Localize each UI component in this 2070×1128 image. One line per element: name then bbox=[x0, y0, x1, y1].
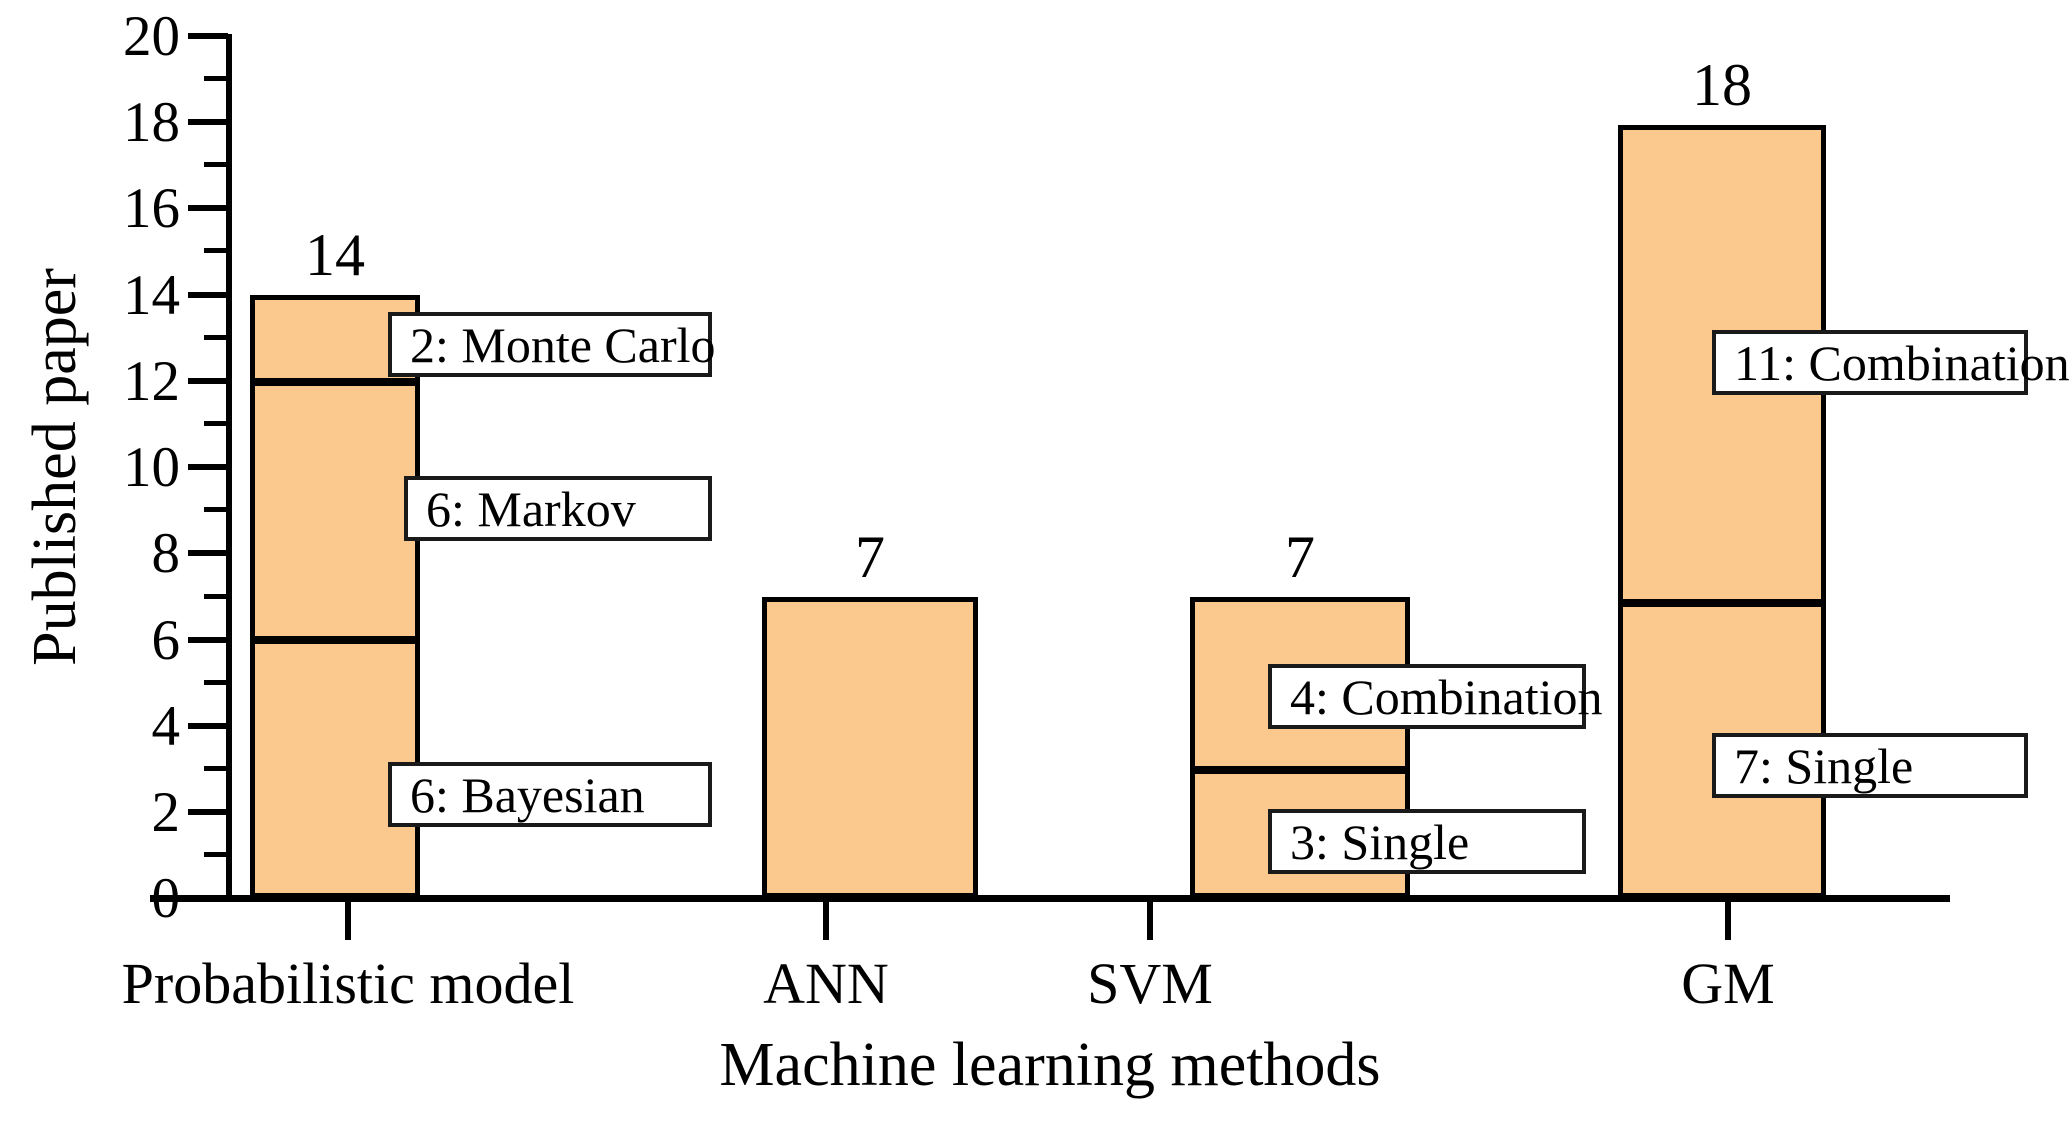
y-tick-label-6: 6 bbox=[151, 608, 181, 672]
y-tick-minor-13 bbox=[204, 335, 228, 340]
x-axis-line bbox=[150, 895, 1950, 902]
bar-divider-gm-7 bbox=[1618, 599, 1826, 607]
bar-divider-probabilistic-12 bbox=[250, 378, 420, 386]
y-tick-minor-5 bbox=[204, 680, 228, 685]
y-tick-2 bbox=[188, 809, 228, 815]
y-tick-label-4: 4 bbox=[151, 694, 181, 758]
bar-total-label-gm: 18 bbox=[1692, 52, 1752, 118]
y-tick-8 bbox=[188, 550, 228, 556]
y-tick-label-4-wrap: 4 bbox=[40, 694, 181, 758]
x-tick-probabilistic-model bbox=[345, 902, 351, 940]
x-tick-gm bbox=[1725, 902, 1731, 940]
y-tick-label-14: 14 bbox=[123, 263, 180, 327]
callout-markov: 6: Markov bbox=[404, 476, 712, 541]
x-tick-svm bbox=[1147, 902, 1153, 940]
y-tick-16 bbox=[188, 205, 228, 211]
y-tick-12 bbox=[188, 378, 228, 384]
y-tick-minor-19 bbox=[204, 76, 228, 81]
x-axis-title: Machine learning methods bbox=[719, 1031, 1381, 1099]
y-tick-minor-17 bbox=[204, 162, 228, 167]
x-tick-label-probabilistic-model: Probabilistic model bbox=[121, 951, 575, 1016]
x-tick-label-gm: GM bbox=[1681, 951, 1775, 1016]
y-tick-label-16: 16 bbox=[123, 176, 180, 240]
y-tick-label-18-wrap: 18 bbox=[40, 92, 180, 152]
y-tick-minor-15 bbox=[204, 248, 228, 253]
y-tick-6 bbox=[188, 637, 228, 643]
y-tick-label-12: 12 bbox=[123, 349, 180, 413]
y-tick-minor-9 bbox=[204, 507, 228, 512]
y-tick-20 bbox=[188, 33, 228, 39]
callout-bayesian: 6: Bayesian bbox=[388, 762, 712, 827]
y-tick-label-8-wrap: 8 bbox=[40, 521, 181, 585]
bar-total-label-svm: 7 bbox=[1285, 524, 1315, 590]
callout-gm-combination: 11: Combination bbox=[1712, 330, 2070, 395]
y-tick-18 bbox=[188, 119, 228, 125]
y-axis-line bbox=[226, 34, 232, 902]
callout-svm-single: 3: Single bbox=[1268, 809, 1586, 874]
y-tick-label-10-wrap: 10 bbox=[40, 437, 180, 497]
y-tick-label-12-wrap: 12 bbox=[40, 351, 180, 411]
x-tick-ann bbox=[823, 902, 829, 940]
bar-total-label-ann: 7 bbox=[855, 524, 885, 590]
callout-svm-combination: 4: Combination bbox=[1268, 664, 1603, 729]
bar-divider-probabilistic-6 bbox=[250, 636, 420, 644]
y-tick-label-18: 18 bbox=[123, 90, 180, 154]
y-tick-minor-11 bbox=[204, 421, 228, 426]
y-axis-title: Published paper bbox=[20, 268, 89, 666]
x-tick-label-svm: SVM bbox=[1087, 951, 1213, 1016]
y-tick-4 bbox=[188, 723, 228, 729]
y-tick-label-2: 2 bbox=[151, 780, 181, 844]
callout-monte-carlo: 2: Monte Carlo bbox=[388, 312, 716, 377]
bar-divider-svm-3 bbox=[1190, 766, 1410, 774]
x-tick-label-ann: ANN bbox=[763, 951, 889, 1016]
y-tick-minor-3 bbox=[204, 766, 228, 771]
y-tick-label-6-wrap: 6 bbox=[40, 608, 181, 672]
y-tick-minor-1 bbox=[204, 852, 228, 857]
y-tick-label-8: 8 bbox=[151, 521, 181, 585]
y-tick-label-16-wrap: 16 bbox=[40, 178, 180, 238]
callout-gm-single: 7: Single bbox=[1712, 733, 2028, 798]
y-tick-label-20-wrap: 20 bbox=[40, 6, 180, 66]
y-tick-10 bbox=[188, 464, 228, 470]
y-tick-minor-7 bbox=[204, 594, 228, 599]
y-tick-label-10: 10 bbox=[123, 435, 180, 499]
y-tick-14 bbox=[188, 292, 228, 298]
y-tick-label-14-wrap: 14 bbox=[40, 265, 180, 325]
bar-total-label-probabilistic-model: 14 bbox=[305, 222, 365, 288]
y-tick-label-2-wrap: 2 bbox=[40, 780, 181, 844]
bar-ann[interactable] bbox=[762, 597, 978, 898]
y-tick-label-20: 20 bbox=[123, 4, 180, 68]
